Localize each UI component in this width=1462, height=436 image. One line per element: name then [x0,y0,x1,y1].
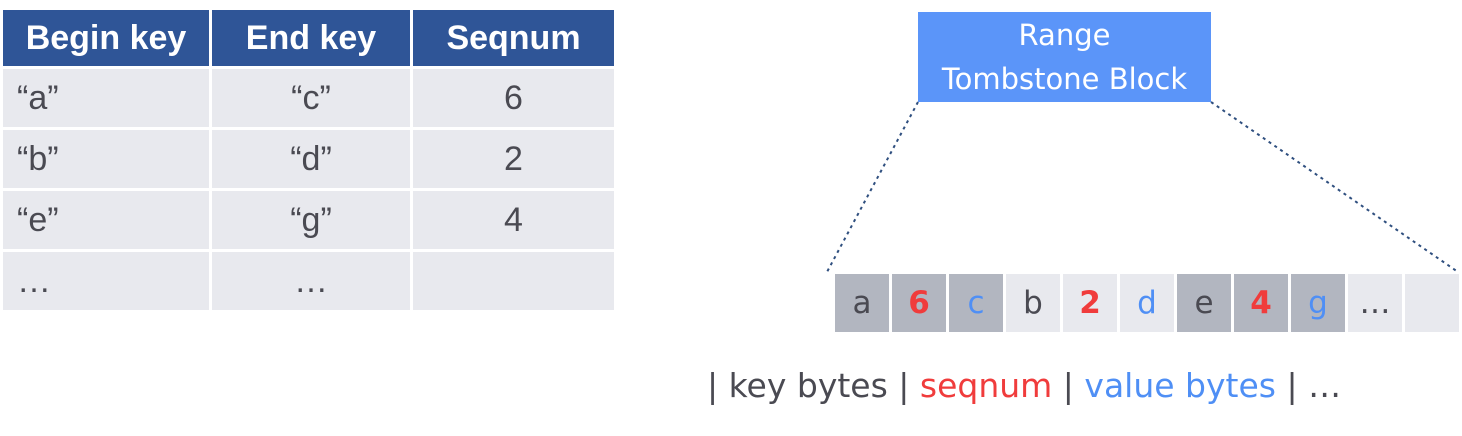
begin-key-cell: “e” [3,191,209,249]
seqnum-cell: 6 [413,69,614,127]
table-row: “b” “d” 2 [3,130,614,188]
ellipsis-byte: … [1348,274,1402,332]
block-label-line2: Tombstone Block [941,62,1188,96]
table-row: “a” “c” 6 [3,69,614,127]
key-byte: a [835,274,889,332]
begin-key-cell: … [3,252,209,310]
seqnum-cell: 2 [413,130,614,188]
range-tombstone-block: Range Tombstone Block [918,12,1211,102]
table-row: … … [3,252,614,310]
seqnum-byte: 6 [892,274,946,332]
header-begin-key: Begin key [3,10,209,66]
key-byte: e [1177,274,1231,332]
left-dotted-line [826,101,919,273]
legend-sep: | [1275,366,1309,405]
block-label-line1: Range [1018,18,1111,52]
header-seqnum: Seqnum [413,10,614,66]
value-byte: c [949,274,1003,332]
seqnum-byte: 2 [1063,274,1117,332]
legend-seqnum: seqnum [919,366,1053,405]
value-byte: d [1120,274,1174,332]
legend-more: … [1308,366,1342,405]
end-key-cell: “d” [212,130,410,188]
seqnum-cell: 4 [413,191,614,249]
right-dotted-line [1210,101,1459,273]
begin-key-cell: “a” [3,69,209,127]
legend-sep: | [887,366,920,405]
range-tombstone-table: Begin key End key Seqnum “a” “c” 6 “b” “… [3,10,614,313]
seqnum-byte: 4 [1234,274,1288,332]
legend-value-bytes: value bytes [1084,366,1276,405]
begin-key-cell: “b” [3,130,209,188]
end-key-cell: … [212,252,410,310]
legend-key-bytes: key bytes [728,366,888,405]
table-header-row: Begin key End key Seqnum [3,10,614,66]
table-row: “e” “g” 4 [3,191,614,249]
empty-byte [1405,274,1459,332]
key-byte: b [1006,274,1060,332]
byte-strip: a 6 c b 2 d e 4 g … [835,274,1459,332]
legend-sep: | [1052,366,1085,405]
seqnum-cell [413,252,614,310]
byte-legend: | key bytes | seqnum | value bytes | … [707,366,1341,405]
end-key-cell: “c” [212,69,410,127]
end-key-cell: “g” [212,191,410,249]
legend-sep: | [707,366,729,405]
value-byte: g [1291,274,1345,332]
header-end-key: End key [212,10,410,66]
